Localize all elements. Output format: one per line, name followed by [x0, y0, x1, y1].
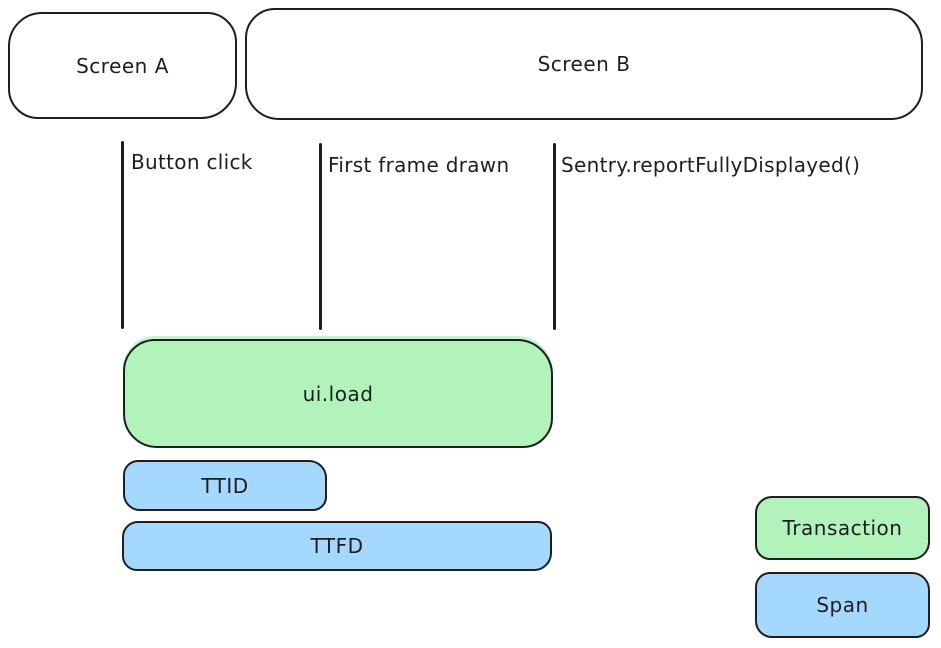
screen-a-label: Screen A	[76, 53, 169, 78]
marker-label-button-click: Button click	[131, 150, 253, 174]
marker-line-first-frame-drawn	[319, 143, 322, 330]
marker-line-report-fully-displayed	[553, 143, 556, 330]
legend-transaction-box: Transaction	[755, 496, 930, 560]
marker-label-first-frame-drawn: First frame drawn	[328, 153, 510, 177]
screen-a-box: Screen A	[8, 12, 237, 119]
legend-span-label: Span	[816, 593, 869, 617]
legend-span-box: Span	[755, 572, 930, 638]
bar-ui-load-transaction: ui.load	[123, 339, 553, 448]
screen-b-label: Screen B	[537, 52, 631, 76]
bar-ttfd-span: TTFD	[122, 521, 552, 571]
marker-label-report-fully-displayed: Sentry.reportFullyDisplayed()	[561, 153, 861, 177]
bar-ui-load-label: ui.load	[302, 381, 374, 406]
legend-transaction-label: Transaction	[782, 516, 903, 540]
screen-b-box: Screen B	[245, 8, 923, 120]
marker-line-button-click	[121, 141, 124, 329]
bar-ttfd-label: TTFD	[310, 534, 364, 558]
bar-ttid-span: TTID	[123, 460, 327, 511]
bar-ttid-label: TTID	[201, 473, 249, 498]
